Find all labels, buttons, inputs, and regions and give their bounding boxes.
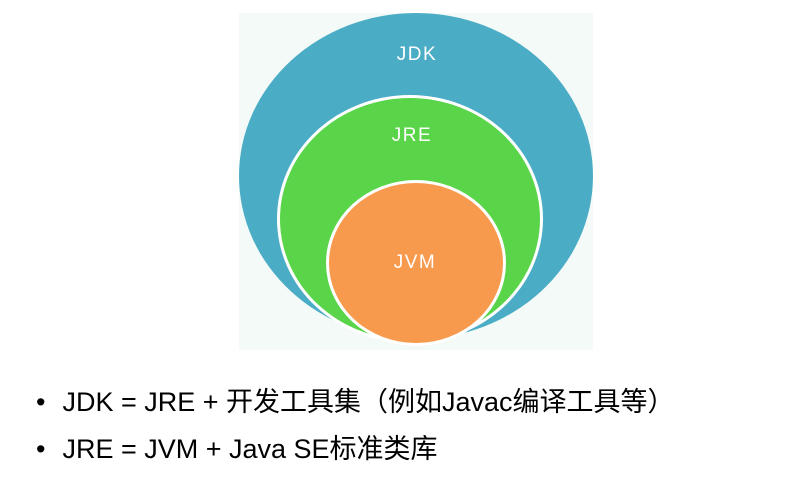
note-text-jdk-definition: JDK = JRE + 开发工具集（例如Javac编译工具等）: [62, 387, 675, 417]
jre-label: JRE: [391, 125, 433, 146]
jdk-jre-jvm-venn-diagram: JDK JRE JVM: [239, 13, 593, 350]
bullet-icon: •: [36, 387, 46, 417]
note-text-jre-definition: JRE = JVM + Java SE标准类库: [62, 434, 438, 464]
jvm-label: JVM: [393, 252, 437, 273]
bullet-icon: •: [36, 434, 46, 464]
list-item: • JDK = JRE + 开发工具集（例如Javac编译工具等）: [36, 386, 675, 419]
notes-list: • JDK = JRE + 开发工具集（例如Javac编译工具等） • JRE …: [36, 386, 675, 480]
jvm-circle: [326, 180, 506, 346]
jdk-label: JDK: [396, 44, 438, 65]
list-item: • JRE = JVM + Java SE标准类库: [36, 433, 675, 466]
